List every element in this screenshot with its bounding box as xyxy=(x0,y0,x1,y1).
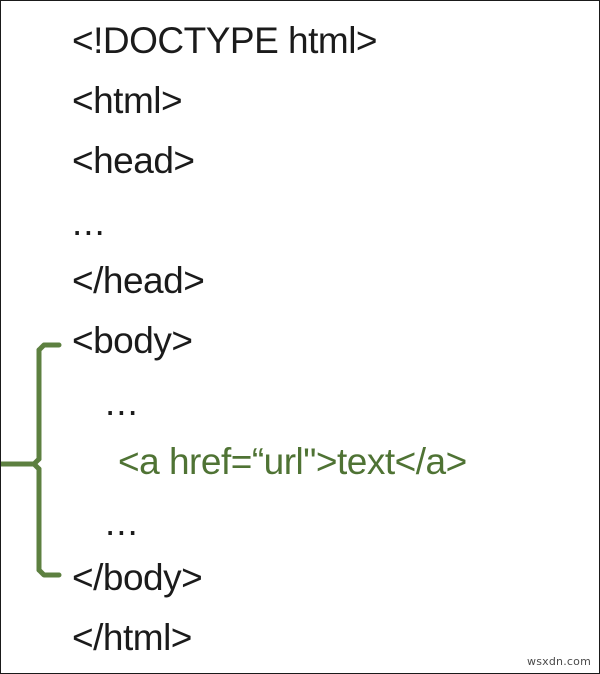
code-line-body-ellipsis-top: ... xyxy=(105,382,139,423)
code-line-head-close: </head> xyxy=(72,260,205,301)
code-line-body-ellipsis-bottom: ... xyxy=(105,502,139,543)
watermark: wsxdn.com xyxy=(527,655,591,668)
code-line-html-close: </html> xyxy=(72,617,192,658)
code-line-body-open: <body> xyxy=(72,320,193,361)
code-line-anchor-tag: <a href=“url">text</a> xyxy=(118,441,467,482)
code-line-head-ellipsis: ... xyxy=(72,202,106,243)
code-line-html-open: <html> xyxy=(72,80,183,121)
code-line-body-close: </body> xyxy=(72,557,203,598)
code-line-head-open: <head> xyxy=(72,140,195,181)
code-line-doctype: <!DOCTYPE html> xyxy=(72,20,378,61)
